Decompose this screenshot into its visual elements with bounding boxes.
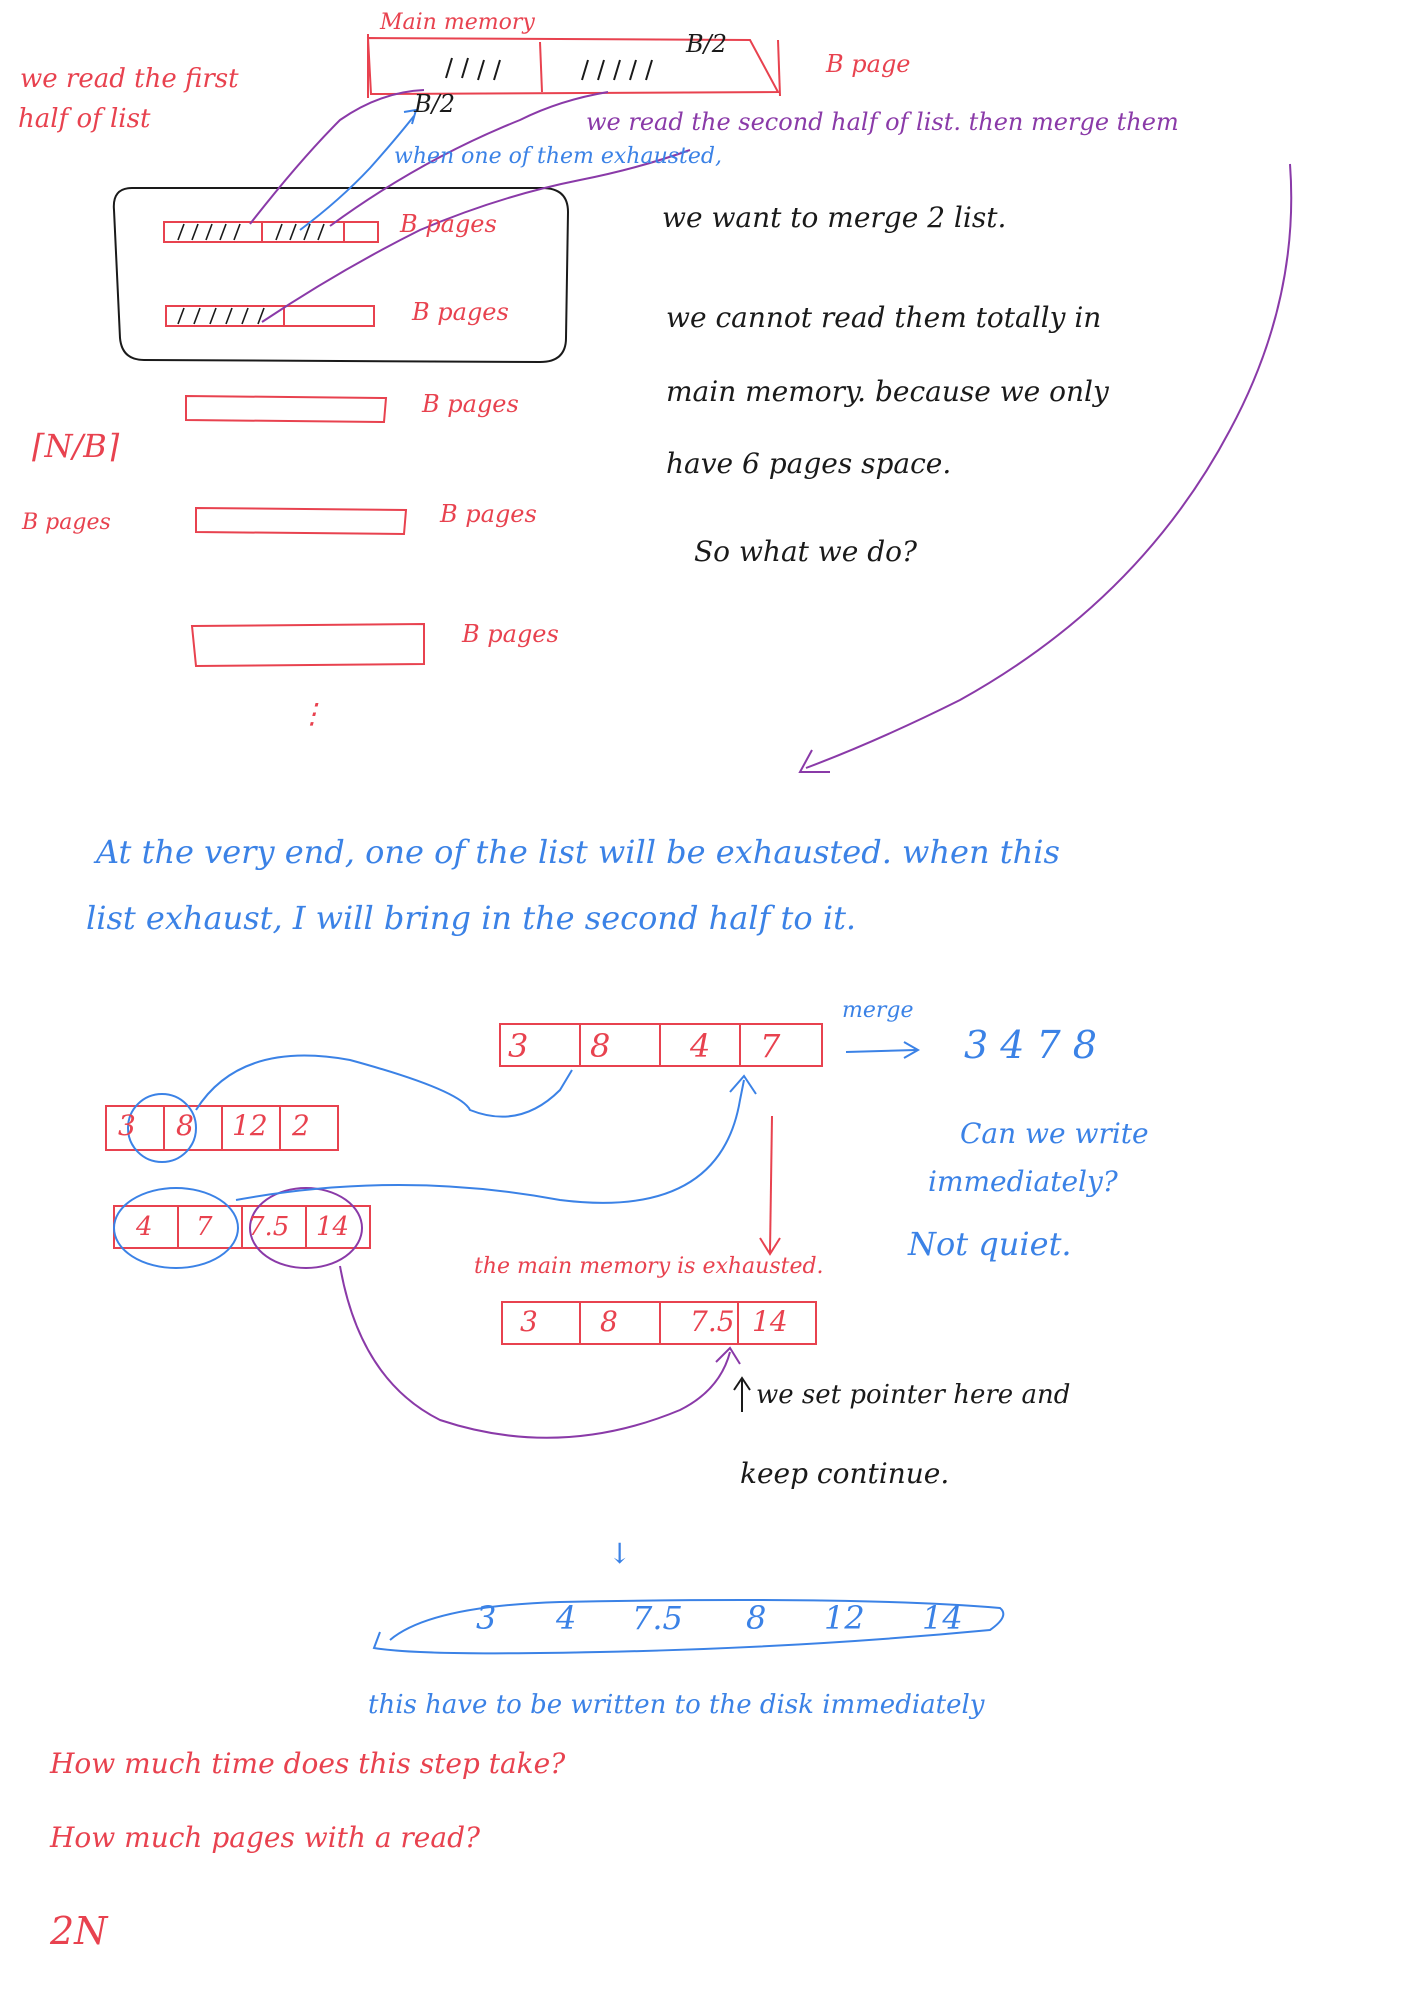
not-quiet: Not quiet. xyxy=(908,1225,1072,1263)
final-seq-6: 14 xyxy=(922,1599,963,1637)
main-memory-hatch xyxy=(445,57,653,81)
down-arrow: ↓ xyxy=(608,1537,632,1570)
final-seq-5: 12 xyxy=(824,1599,865,1637)
answer-2n: 2N xyxy=(50,1909,108,1953)
explanation-line5: So what we do? xyxy=(694,535,918,568)
list2-cell-1: 4 xyxy=(136,1212,153,1242)
can-write-line1: Can we write xyxy=(960,1117,1149,1150)
list-box-3 xyxy=(185,394,388,424)
first-half-line1: we read the first xyxy=(20,64,239,94)
list2-cell-4: 14 xyxy=(316,1212,350,1242)
list-box-1-hatch xyxy=(177,223,325,241)
final-sequence-oval xyxy=(372,1599,1005,1655)
memory2-cell-3: 7.5 xyxy=(690,1305,735,1338)
blue-half-arrow xyxy=(299,115,415,231)
list-ellipsis: ⋮ xyxy=(298,697,326,730)
b-half-left: B/2 xyxy=(414,90,455,118)
explanation-line2: we cannot read them totally in xyxy=(666,301,1102,334)
list1-cell-4: 2 xyxy=(292,1109,310,1142)
second-half-label: we read the second half of list. then me… xyxy=(586,108,1179,136)
b-pages-2: B pages xyxy=(412,298,509,326)
purple-arrow-1 xyxy=(249,89,425,225)
list-box-1 xyxy=(163,221,379,243)
list1-cell-1: 3 xyxy=(118,1109,136,1142)
pointer-arrowhead xyxy=(733,1376,751,1391)
blue-arrow-list2 xyxy=(235,1079,745,1204)
blue-half-arrowhead xyxy=(403,108,418,125)
main-memory-box xyxy=(366,34,781,98)
write-note: this have to be written to the disk imme… xyxy=(368,1690,985,1720)
list-box-4 xyxy=(195,506,408,536)
end-note-line1: At the very end, one of the list will be… xyxy=(96,833,1060,871)
end-note-line2: list exhaust, I will bring in the second… xyxy=(86,899,857,937)
memory-cell-2: 8 xyxy=(590,1027,611,1065)
pointer-line1: we set pointer here and xyxy=(756,1380,1071,1410)
main-memory-label: Main memory xyxy=(380,10,535,35)
pointer-line2: keep continue. xyxy=(740,1457,950,1490)
question-2: How much pages with a read? xyxy=(50,1821,481,1854)
list1-cell-3: 12 xyxy=(232,1109,268,1142)
blue-arrow-list1 xyxy=(195,1054,573,1118)
merge-result: 3 4 7 8 xyxy=(964,1023,1097,1067)
example-memory-box-2 xyxy=(501,1301,817,1345)
purple-arrow-list2 xyxy=(339,1265,731,1439)
b-half-right: B/2 xyxy=(686,30,727,58)
list1-box xyxy=(105,1105,339,1151)
list2-oval-purple xyxy=(249,1187,363,1269)
list1-cell-2: 8 xyxy=(176,1109,194,1142)
when-one-label: when one of them exhausted, xyxy=(394,144,722,169)
purple-big-arrow xyxy=(805,163,1293,769)
question-1: How much time does this step take? xyxy=(50,1747,566,1780)
merge-label: merge xyxy=(842,998,914,1023)
purple-arrowhead-list2 xyxy=(715,1346,741,1365)
merge-arrowhead xyxy=(903,1041,921,1059)
exhausted-note: the main memory is exhausted. xyxy=(474,1254,824,1279)
b-pages-3: B pages xyxy=(422,390,519,418)
explanation-line4: have 6 pages space. xyxy=(666,447,952,480)
memory2-cell-1: 3 xyxy=(520,1305,538,1338)
list1-oval xyxy=(127,1093,197,1163)
red-down-arrowhead xyxy=(759,1237,781,1256)
b-pages-4: B pages xyxy=(440,500,537,528)
list-box-5 xyxy=(190,622,425,668)
input-buffer-frame xyxy=(112,187,570,364)
b-pages-1: B pages xyxy=(400,210,497,238)
memory2-cell-2: 8 xyxy=(600,1305,618,1338)
purple-arrow-3 xyxy=(261,149,691,323)
final-seq-1: 3 xyxy=(476,1599,497,1637)
merge-arrow xyxy=(845,1049,917,1053)
list2-oval-blue xyxy=(113,1187,239,1269)
red-down-arrow xyxy=(769,1115,773,1253)
blue-arrowhead-list2 xyxy=(729,1074,757,1095)
list2-cell-3: 7.5 xyxy=(248,1212,290,1242)
b-page-label: B page xyxy=(826,50,911,78)
purple-arrow-2 xyxy=(329,91,609,227)
n-over-b-pages: B pages xyxy=(22,510,111,535)
memory-cell-4: 7 xyxy=(760,1027,781,1065)
final-seq-2: 4 xyxy=(556,1599,577,1637)
b-pages-5: B pages xyxy=(462,620,559,648)
final-seq-4: 8 xyxy=(746,1599,767,1637)
memory2-cell-4: 14 xyxy=(752,1305,788,1338)
explanation-line1: we want to merge 2 list. xyxy=(662,201,1007,234)
list2-cell-2: 7 xyxy=(196,1212,213,1242)
first-half-line2: half of list xyxy=(18,104,151,134)
can-write-line2: immediately? xyxy=(928,1165,1118,1198)
purple-big-arrowhead xyxy=(798,749,830,773)
memory-cell-1: 3 xyxy=(508,1027,529,1065)
n-over-b: ⌈N/B⌉ xyxy=(32,427,120,465)
example-memory-box xyxy=(499,1023,823,1067)
list-box-2 xyxy=(165,305,375,327)
list-box-2-hatch xyxy=(177,307,265,325)
memory-cell-3: 4 xyxy=(690,1027,711,1065)
explanation-line3: main memory. because we only xyxy=(666,375,1109,408)
final-seq-3: 7.5 xyxy=(632,1599,683,1637)
